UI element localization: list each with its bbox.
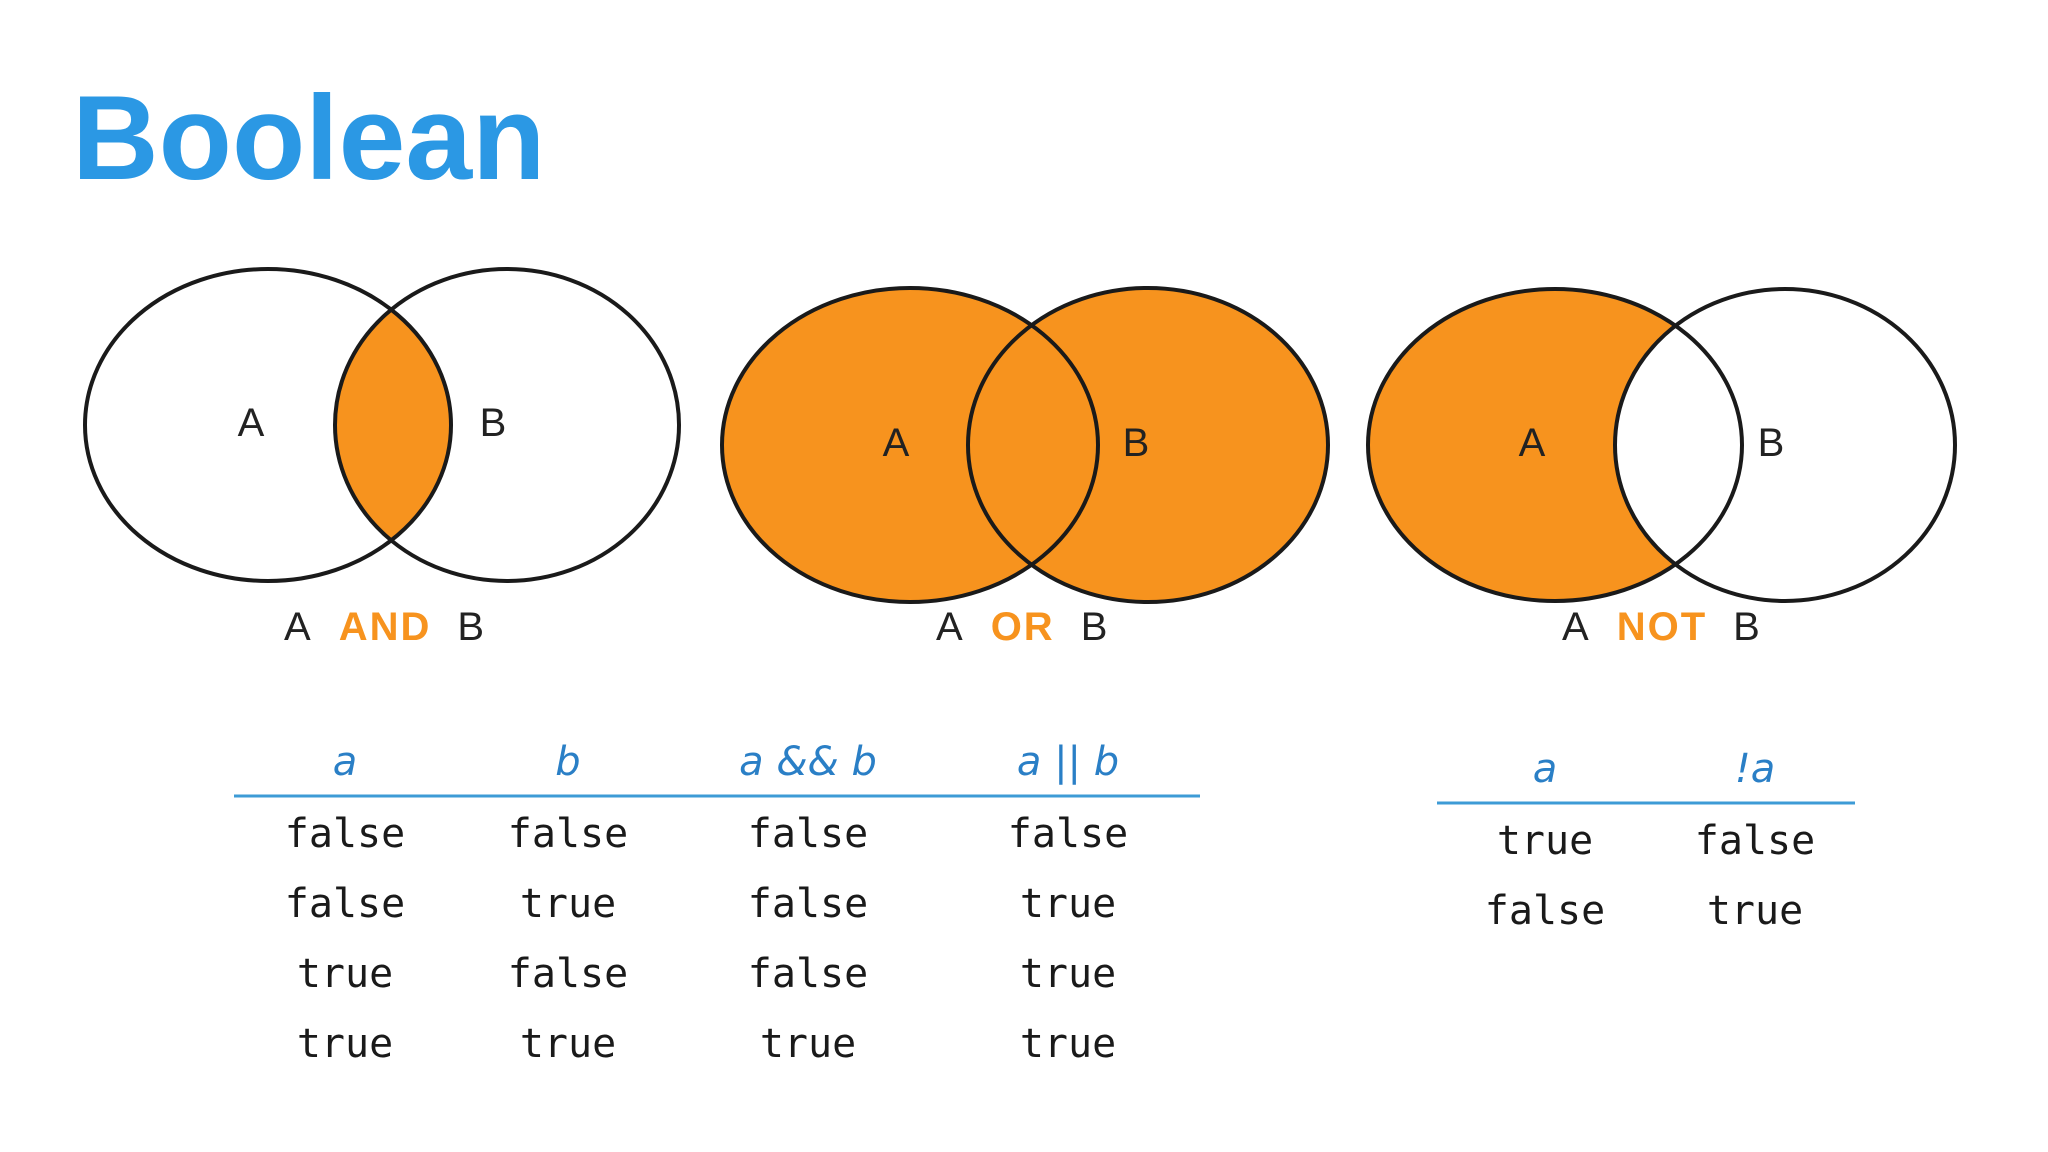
table-header: a: [1533, 746, 1558, 792]
venn-not-overlap-clear: [1615, 289, 1742, 601]
table-cell: true: [1020, 1021, 1116, 1067]
table-cell: false: [1008, 811, 1128, 857]
table-cell: true: [297, 1021, 393, 1067]
table-cell: true: [1020, 951, 1116, 997]
table-cell: false: [285, 811, 405, 857]
venn-not: A B A NOT B: [1366, 287, 1957, 649]
venn-or-caption: A OR B: [936, 605, 1109, 649]
venn-or-caption-op: OR: [991, 605, 1055, 649]
venn-not-caption-op: NOT: [1617, 605, 1707, 649]
table-cell: true: [1020, 881, 1116, 927]
truth-table-binary: a b a && b a || b false false false fals…: [234, 739, 1200, 1067]
table-header: !a: [1735, 746, 1776, 792]
table-cell: true: [520, 1021, 616, 1067]
table-cell: false: [1485, 888, 1605, 934]
venn-and-label-b: B: [480, 401, 507, 445]
venn-or: A B A OR B: [720, 286, 1330, 649]
table-cell: true: [1497, 818, 1593, 864]
venn-not-caption: A NOT B: [1562, 605, 1762, 649]
venn-and-intersection-fill: [335, 269, 451, 581]
venn-not-caption-left: A: [1562, 605, 1591, 649]
table-cell: false: [748, 951, 868, 997]
table-header: b: [555, 739, 580, 785]
page-title: Boolean: [72, 71, 546, 205]
venn-or-caption-left: A: [936, 605, 965, 649]
table-cell: true: [1707, 888, 1803, 934]
venn-or-label-a: A: [883, 421, 910, 465]
truth-table-not: a !a true false false true: [1437, 746, 1855, 934]
venn-and-caption: A AND B: [284, 605, 486, 649]
table-cell: true: [520, 881, 616, 927]
table-header: a || b: [1017, 739, 1119, 785]
table-header: a && b: [739, 739, 877, 785]
venn-and-caption-left: A: [284, 605, 313, 649]
venn-or-circle-b: [966, 286, 1330, 604]
venn-or-label-b: B: [1123, 421, 1150, 465]
venn-not-label-b: B: [1758, 421, 1785, 465]
venn-and-caption-op: AND: [339, 605, 432, 649]
venn-and-label-a: A: [238, 401, 265, 445]
table-cell: true: [760, 1021, 856, 1067]
table-cell: false: [285, 881, 405, 927]
venn-not-circle-a: [1366, 287, 1744, 603]
table-cell: false: [508, 811, 628, 857]
venn-and-circle-b: [333, 267, 681, 583]
venn-and-caption-right: B: [457, 605, 486, 649]
table-cell: false: [508, 951, 628, 997]
venn-not-caption-right: B: [1733, 605, 1762, 649]
table-cell: false: [748, 811, 868, 857]
venn-and: A B A AND B: [83, 267, 681, 649]
table-cell: false: [1695, 818, 1815, 864]
venn-not-circle-b: [1613, 287, 1957, 603]
table-cell: false: [748, 881, 868, 927]
venn-or-circle-a: [720, 286, 1100, 604]
venn-not-label-a: A: [1519, 421, 1546, 465]
venn-or-caption-right: B: [1081, 605, 1110, 649]
venn-or-fill-b: [968, 288, 1328, 602]
table-header: a: [333, 739, 358, 785]
table-cell: true: [297, 951, 393, 997]
venn-and-circle-a: [83, 267, 453, 583]
